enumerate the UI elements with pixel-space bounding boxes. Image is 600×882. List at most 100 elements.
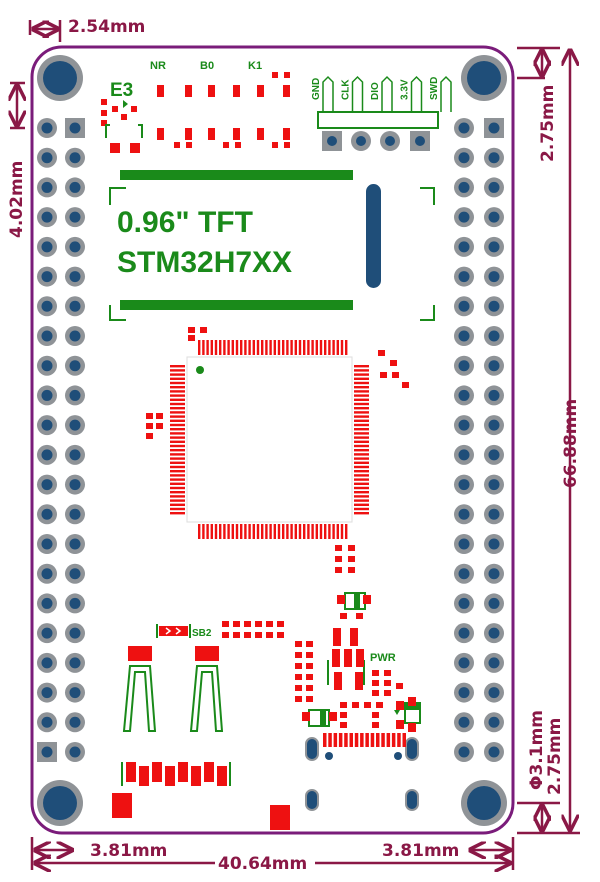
header-pin — [484, 296, 504, 317]
header-pin — [454, 207, 474, 228]
header-pin-drill — [488, 746, 500, 758]
header-pin — [484, 534, 504, 554]
display-corner-marks — [109, 187, 435, 321]
mcu-pin — [354, 474, 369, 477]
smd-pad — [402, 382, 409, 388]
header-pin-drill — [488, 687, 500, 699]
mcu-pin — [261, 524, 264, 539]
smd-pad — [376, 702, 383, 708]
header-pin — [484, 326, 504, 346]
mcu-pin — [170, 407, 185, 410]
smd-pad — [344, 649, 352, 667]
mcu-pin — [170, 503, 185, 506]
smd-pad — [188, 335, 195, 341]
usb-slot — [305, 789, 319, 811]
header-pin — [454, 266, 474, 287]
header-pin-drill — [69, 122, 81, 134]
usb-slot — [405, 737, 419, 761]
mcu-pin — [354, 365, 369, 368]
usb-pin — [338, 733, 343, 747]
header-pin — [65, 385, 85, 406]
mcu-pin — [354, 478, 369, 481]
header-pin — [65, 623, 85, 644]
mcu-pin — [170, 474, 185, 477]
header-pin — [484, 652, 504, 673]
mcu-pin — [214, 524, 218, 539]
smd-pad — [306, 674, 313, 680]
header-pin-drill — [458, 508, 470, 520]
smd-pad — [272, 142, 278, 148]
mcu-pin1-dot — [196, 366, 204, 374]
smd-pad — [244, 632, 251, 638]
swd-pad-drill — [327, 136, 337, 146]
smd-pad — [130, 143, 140, 153]
mcu-pin — [240, 340, 243, 355]
smd-pad — [380, 372, 387, 378]
smd-pad — [384, 680, 391, 686]
mcu-pin — [282, 340, 285, 355]
usb-pin — [370, 733, 375, 747]
header-pin-drill — [488, 627, 500, 639]
usb-slot — [305, 737, 319, 761]
header-pin-drill — [41, 122, 53, 134]
mcu-pin — [269, 340, 272, 355]
mcu-pin — [170, 486, 185, 490]
header-pin — [65, 593, 85, 614]
header-pin — [65, 147, 85, 168]
mcu-pin — [244, 524, 247, 539]
connector-pad — [165, 766, 175, 786]
smd-pad — [295, 663, 302, 669]
header-pin — [454, 593, 474, 614]
display-label-line2: STM32H7XX — [117, 246, 292, 279]
mcu-pin — [206, 524, 209, 539]
mcu-pin — [170, 491, 185, 494]
label-k1: K1 — [248, 60, 262, 72]
header-pin-drill — [458, 657, 470, 669]
mcu-pin — [223, 524, 226, 539]
swd-pad — [351, 131, 371, 151]
header-pin-drill — [69, 716, 81, 728]
header-pin — [37, 415, 57, 436]
swd-pin-label: GND — [311, 78, 322, 100]
mcu-pin — [261, 340, 264, 355]
mcu-pin — [170, 432, 185, 435]
header-pin — [37, 147, 57, 168]
mcu-pin — [286, 340, 289, 355]
usb-pin — [381, 733, 385, 747]
header-pin — [37, 326, 57, 346]
header-pin — [454, 177, 474, 198]
mcu-pin — [354, 419, 369, 422]
swd-header-body — [317, 111, 439, 129]
mcu-pin — [210, 340, 213, 355]
mcu-pin — [170, 440, 185, 443]
smd-pad — [340, 722, 347, 728]
smd-pad — [348, 556, 355, 562]
header-pin-drill — [41, 597, 53, 609]
header-pin-drill — [488, 360, 500, 372]
smd-pad — [295, 696, 302, 702]
mcu-pin — [282, 524, 285, 539]
smd-pad — [384, 690, 391, 696]
usb-pin — [344, 733, 348, 747]
mcu-pin — [354, 423, 369, 427]
header-pin — [37, 623, 57, 644]
smd-pad — [255, 621, 262, 627]
board-outline — [30, 45, 515, 835]
mcu-pin — [170, 499, 185, 502]
diode-band — [320, 710, 326, 726]
mcu-pin — [336, 524, 339, 539]
header-pin-drill — [458, 211, 470, 223]
dim-top-offset: 4.02mm — [7, 161, 27, 238]
large-pad — [112, 793, 132, 818]
large-pad — [270, 805, 290, 830]
mcu-pin — [354, 398, 369, 401]
smd-pad — [208, 85, 215, 97]
mcu-body — [186, 356, 353, 523]
smd-pad — [186, 142, 192, 148]
header-pin-drill — [458, 687, 470, 699]
smd-pad — [233, 85, 240, 97]
mcu-pin — [170, 449, 185, 452]
header-pin-drill — [69, 597, 81, 609]
swd-pin-outline — [322, 75, 334, 112]
mounting-hole — [461, 55, 507, 101]
